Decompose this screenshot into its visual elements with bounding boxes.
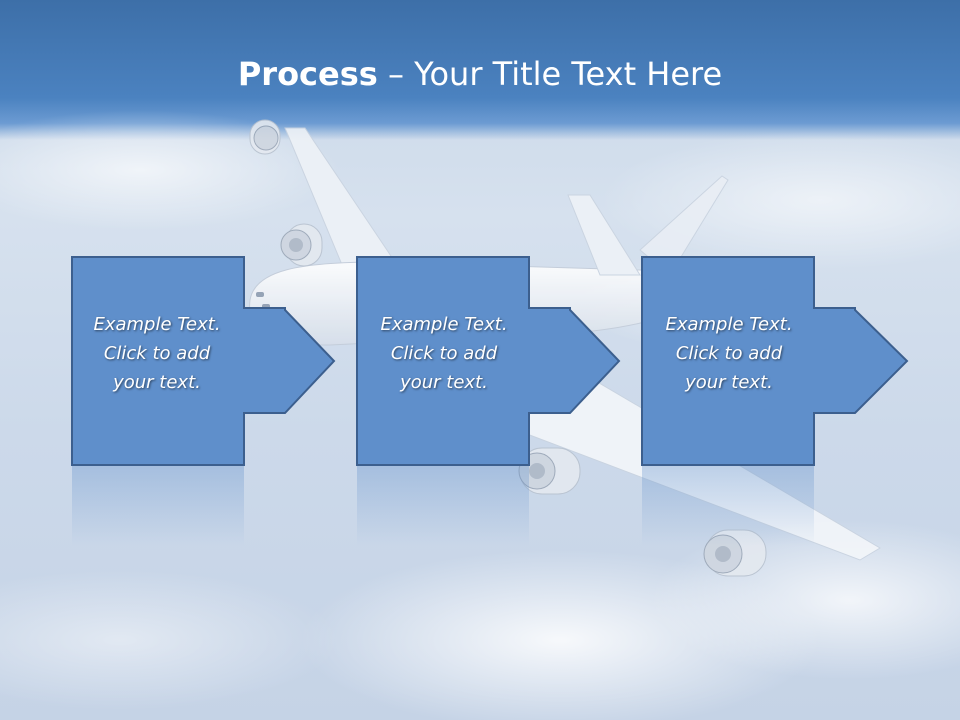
process-step-2-text[interactable]: Example Text. Click to add your text. — [357, 310, 531, 397]
step-2-line-1: Example Text. — [380, 314, 508, 335]
slide-title[interactable]: Process – Your Title Text Here — [0, 52, 960, 96]
step-2-line-3: your text. — [400, 372, 488, 393]
process-step-3-text[interactable]: Example Text. Click to add your text. — [642, 310, 816, 397]
title-rest-text: – Your Title Text Here — [377, 55, 723, 93]
process-step-3-shape[interactable] — [641, 256, 909, 466]
step-1-line-3: your text. — [113, 372, 201, 393]
step-2-line-2: Click to add — [390, 343, 498, 364]
title-bold-text: Process — [237, 55, 378, 93]
step-3-line-1: Example Text. — [665, 314, 793, 335]
process-step-1-shape[interactable] — [71, 256, 336, 466]
step-3-line-2: Click to add — [675, 343, 783, 364]
step-1-line-1: Example Text. — [93, 314, 221, 335]
process-step-1-text[interactable]: Example Text. Click to add your text. — [70, 310, 244, 397]
shape-reflections — [72, 466, 814, 546]
step-1-line-2: Click to add — [103, 343, 211, 364]
process-step-2-shape[interactable] — [356, 256, 621, 466]
step-3-line-3: your text. — [685, 372, 773, 393]
